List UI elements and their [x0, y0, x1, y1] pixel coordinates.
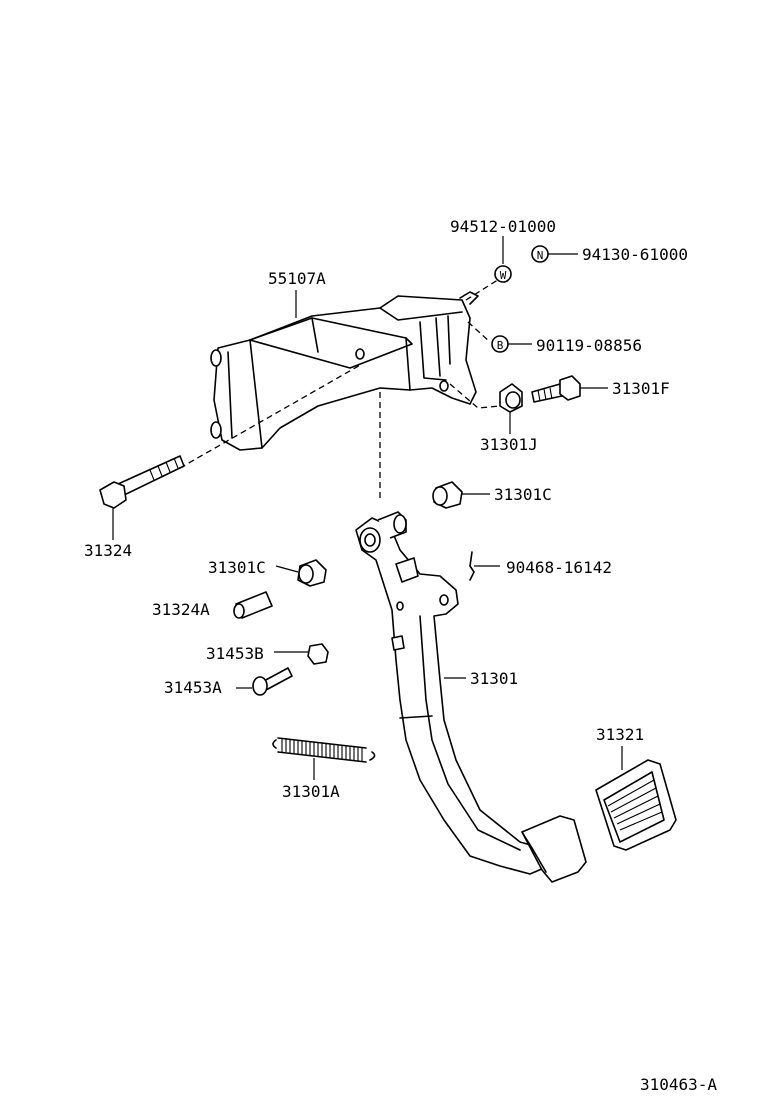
washer-symbol-letter: W: [500, 269, 507, 282]
label-long-bolt: 31324: [84, 541, 132, 560]
label-bushing-j: 31301J: [480, 435, 538, 454]
label-pin-a: 31453A: [164, 678, 222, 697]
nut-symbol-letter: N: [537, 249, 544, 262]
return-spring: [272, 737, 376, 780]
bolt-f: [531, 375, 608, 403]
collar: [233, 591, 273, 619]
label-spring: 31301A: [282, 782, 340, 801]
pin-b: [274, 643, 329, 665]
assembly-lines: [179, 275, 505, 500]
bushing-c-upper: [432, 481, 490, 509]
bushing-c-lower: [275, 559, 327, 587]
part-labels: 94512-01000 94130-61000 55107A 90119-088…: [84, 217, 717, 1094]
label-bushing-c-upper: 31301C: [494, 485, 552, 504]
label-bushing-c-lower: 31301C: [208, 558, 266, 577]
bushing-j: [499, 383, 523, 434]
label-pad: 31321: [596, 725, 644, 744]
label-bolt-washer: 94512-01000: [450, 217, 556, 236]
clip: [469, 551, 500, 581]
label-bracket: 55107A: [268, 269, 326, 288]
bolt-symbol-letter: B: [497, 339, 504, 352]
figure-id: 310463-A: [640, 1075, 717, 1094]
pin-a: [236, 667, 293, 696]
pedal-bracket: [210, 291, 479, 451]
label-bolt-f: 31301F: [612, 379, 670, 398]
label-collar: 31324A: [152, 600, 210, 619]
pedal-pad: [595, 746, 677, 851]
long-bolt: [99, 455, 185, 540]
label-pin-b: 31453B: [206, 644, 264, 663]
bolt-symbol: B: [491, 335, 532, 353]
label-pedal: 31301: [470, 669, 518, 688]
washer-symbol: W: [494, 236, 512, 283]
nut-symbol: N: [531, 245, 578, 263]
label-nut: 94130-61000: [582, 245, 688, 264]
brake-pedal-arm: [355, 511, 587, 883]
label-clip: 90468-16142: [506, 558, 612, 577]
label-bolt: 90119-08856: [536, 336, 642, 355]
